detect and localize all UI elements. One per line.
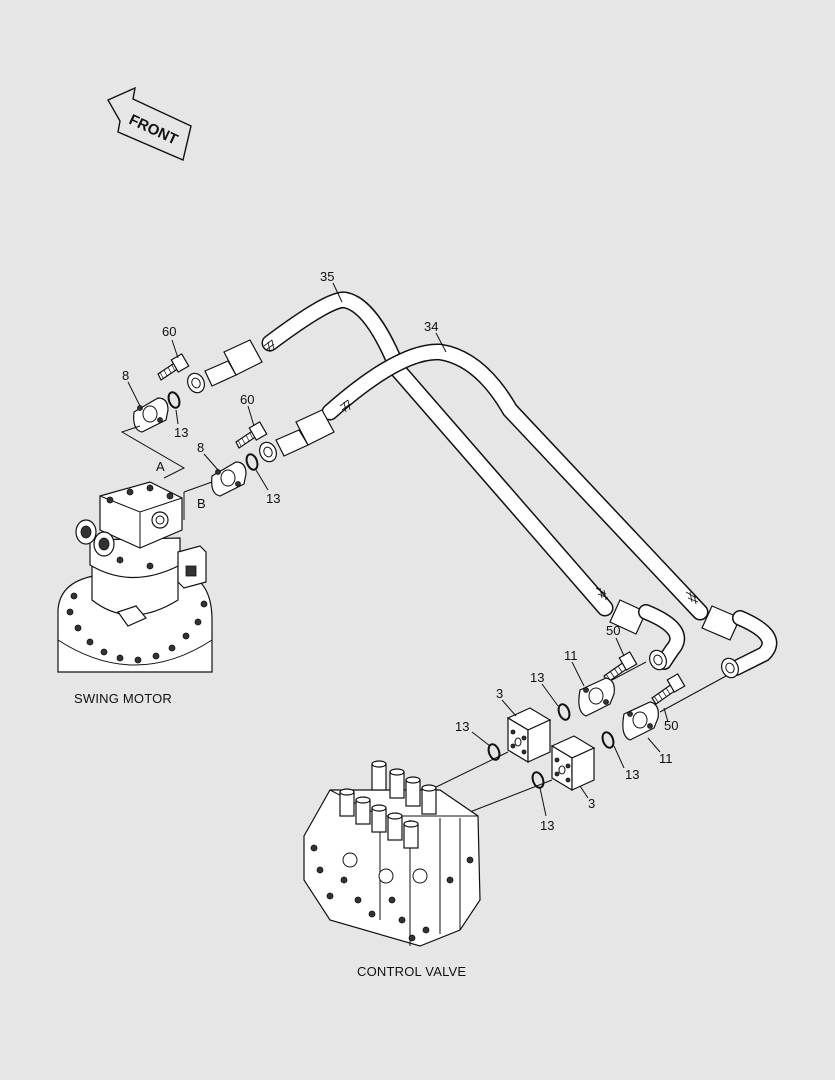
oring-13-upper xyxy=(167,391,181,409)
callout-3-lower: 3 xyxy=(588,796,595,811)
callout-13-cv-b: 13 xyxy=(625,767,639,782)
oring-13-cv-b xyxy=(601,731,615,749)
callout-3-upper: 3 xyxy=(496,686,503,701)
alignment-lines xyxy=(429,661,727,813)
callout-11-upper: 11 xyxy=(564,648,578,663)
swing-motor-caption: SWING MOTOR xyxy=(74,691,172,706)
hose-34 xyxy=(259,343,778,679)
port-b-label: B xyxy=(197,496,206,511)
callout-13-upper: 13 xyxy=(174,425,188,440)
callout-34: 34 xyxy=(424,319,438,334)
hose-35 xyxy=(187,291,686,671)
oring-13-lower xyxy=(245,453,259,471)
callout-13-cv-d: 13 xyxy=(540,818,554,833)
control-valve-caption: CONTROL VALVE xyxy=(357,964,466,979)
callout-50-upper: 50 xyxy=(606,623,620,638)
port-a-label: A xyxy=(156,459,165,474)
port-leader-lines xyxy=(120,425,213,520)
flange-8-lower xyxy=(211,461,247,497)
control-valve-assembly xyxy=(303,760,481,947)
callout-13-cv-a: 13 xyxy=(530,670,544,685)
oring-13-cv-c xyxy=(487,743,501,761)
callout-35: 35 xyxy=(320,269,334,284)
flange-11-lower xyxy=(622,701,659,741)
block-3-upper xyxy=(506,707,552,764)
bolt-50-lower xyxy=(651,673,686,705)
callout-13-cv-c: 13 xyxy=(455,719,469,734)
oring-13-cv-a xyxy=(557,703,571,721)
callout-60-upper: 60 xyxy=(162,324,176,339)
block-3-lower xyxy=(550,735,596,792)
callout-8-lower: 8 xyxy=(197,440,204,455)
front-arrow-icon: FRONT xyxy=(107,86,192,161)
callout-leaders xyxy=(127,282,669,817)
bolt-50-upper xyxy=(603,651,638,683)
callout-60-lower: 60 xyxy=(240,392,254,407)
swing-motor-assembly xyxy=(57,481,213,673)
callout-13-lower: 13 xyxy=(266,491,280,506)
flange-11-upper xyxy=(578,677,615,717)
bolt-60-lower xyxy=(235,421,268,449)
flange-8-upper xyxy=(133,397,169,433)
callout-50-lower: 50 xyxy=(664,718,678,733)
oring-13-cv-d xyxy=(531,771,545,789)
bolt-60-upper xyxy=(157,353,190,381)
callout-8-upper: 8 xyxy=(122,368,129,383)
callout-11-lower: 11 xyxy=(659,751,673,766)
